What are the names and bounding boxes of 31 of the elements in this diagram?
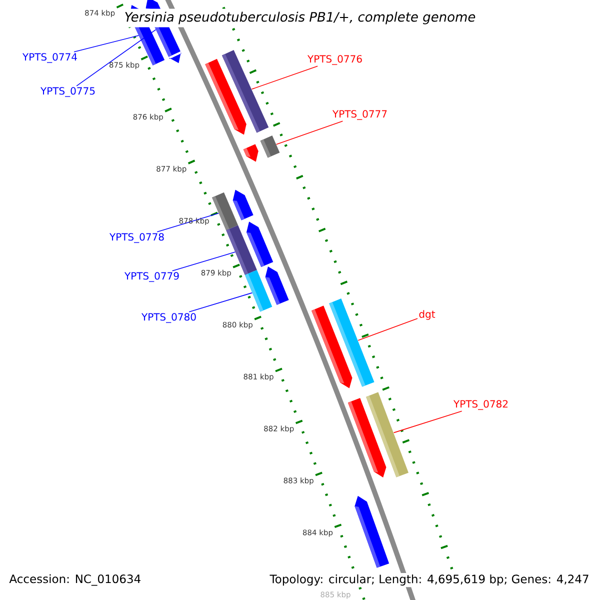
leader-line: [188, 292, 253, 312]
gene-feature: [260, 135, 280, 158]
gene-label: YPTS_0780: [141, 313, 196, 323]
gene-label: YPTS_0775: [40, 87, 95, 97]
gene-feature: [169, 52, 182, 64]
gene-label: dgt: [419, 310, 436, 320]
gene-label: YPTS_0778: [109, 233, 164, 243]
footer-text: Accession: NC_010634: [9, 574, 140, 586]
gene-label: YPTS_0774: [22, 53, 77, 63]
leader-line: [251, 66, 318, 90]
gene-label: YPTS_0782: [453, 400, 508, 410]
gene-feature: [246, 222, 274, 268]
leader-line: [276, 120, 344, 145]
gene-feature: [366, 392, 408, 478]
footer-text: Topology: circular; Length: 4,695,619 bp; Genes: 4,247: [268, 572, 591, 588]
leader-line: [76, 29, 156, 86]
map-title: Yersinia pseudotuberculosis PB1/+, complete genome: [121, 8, 479, 28]
gene-label: YPTS_0779: [124, 272, 179, 282]
gene-feature: [329, 298, 374, 387]
leader-line: [358, 318, 418, 341]
leader-line: [74, 35, 140, 52]
gene-feature: [354, 496, 390, 568]
leader-line: [156, 212, 220, 232]
gene-label: YPTS_0776: [307, 55, 362, 65]
leader-line: [172, 252, 236, 272]
gene-feature: [243, 144, 258, 162]
gene-feature: [265, 266, 289, 305]
gene-label: YPTS_0777: [332, 110, 387, 120]
leader-line: [393, 410, 462, 434]
gene-feature: [232, 190, 254, 220]
gene-feature: [222, 50, 269, 133]
